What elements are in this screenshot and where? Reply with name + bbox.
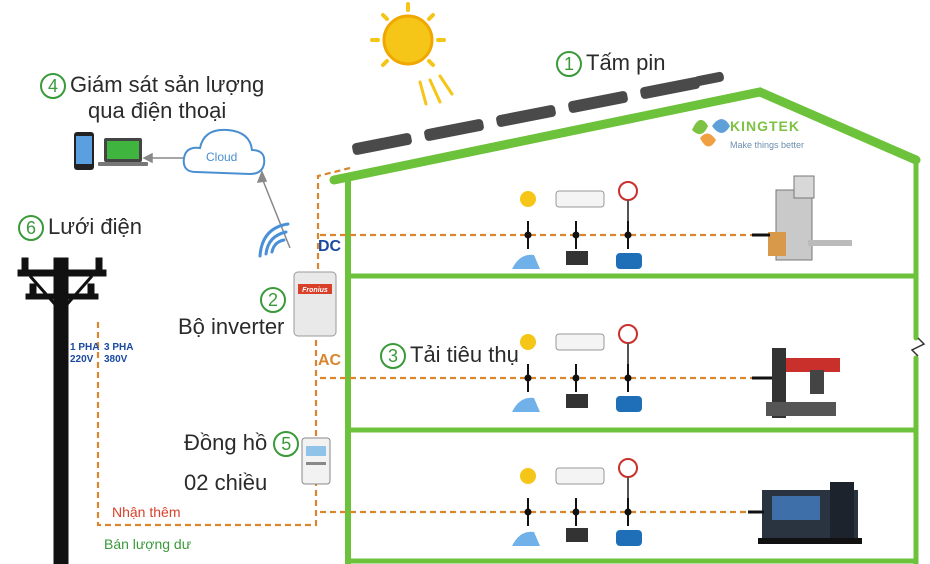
connector-dot: [572, 508, 580, 516]
one-phase-voltage: 220V: [70, 354, 94, 365]
cloud-label: Cloud: [206, 150, 238, 164]
air-conditioner-icon: [555, 467, 605, 485]
laptop-icon: [566, 528, 588, 542]
meter-label: Đồng hồ 5: [184, 430, 303, 458]
air-conditioner-icon: [555, 190, 605, 208]
brand-name: KINGTEK: [730, 118, 800, 134]
light-bulb-icon: [520, 468, 536, 484]
meter-number: 5: [273, 431, 300, 458]
monitor-label-line2: qua điện thoại: [88, 98, 227, 123]
water-pump-icon: [616, 530, 642, 546]
appliances: [512, 181, 642, 546]
water-pump-icon: [616, 253, 642, 269]
loads-text: Tải tiêu thụ: [410, 342, 519, 367]
inverter-device: Fronius: [293, 271, 337, 337]
solar-panels: [352, 71, 724, 155]
inverter-number: 2: [260, 287, 286, 314]
floor-appliance-group: [512, 324, 642, 412]
floor-appliance-group: [512, 181, 642, 269]
inverter-number-label: 2: [260, 286, 290, 314]
grid-number: 6: [18, 215, 44, 242]
laptop-icon: [566, 251, 588, 265]
connector-dot: [624, 508, 632, 516]
drill-machine: [752, 348, 840, 418]
laptop-icon: [566, 394, 588, 408]
light-bulb-icon: [520, 334, 536, 350]
iron-icon: [512, 531, 540, 546]
meter-label-line2: 02 chiều: [184, 470, 268, 495]
connector-dot: [572, 374, 580, 382]
utility-pole: [17, 257, 107, 564]
monitor-text: Giám sát sản lượng: [70, 72, 265, 97]
fan-icon: [618, 324, 638, 344]
connector-dot: [524, 508, 532, 516]
solar-number: 1: [556, 51, 582, 78]
receive-label: Nhận thêm: [112, 504, 181, 520]
connector-dot: [624, 374, 632, 382]
inverter-label: Bộ inverter: [178, 314, 285, 339]
sun-icon: [370, 2, 454, 106]
solar-text: Tấm pin: [586, 50, 666, 75]
connector-dot: [524, 374, 532, 382]
wifi-icon: [258, 222, 290, 258]
water-pump-icon: [616, 396, 642, 412]
air-conditioner-icon: [555, 333, 605, 351]
generator-machine: [748, 482, 862, 544]
connector-dot: [524, 231, 532, 239]
iron-icon: [512, 397, 540, 412]
meter-device: [301, 437, 331, 485]
laptop-icon: [98, 138, 148, 166]
iron-icon: [512, 254, 540, 269]
inverter-brand: Fronius: [302, 287, 328, 294]
packing-machine: [752, 175, 852, 261]
light-bulb-icon: [520, 191, 536, 207]
phone-icon: [74, 132, 94, 170]
floor-appliance-group: [512, 458, 642, 546]
fan-icon: [618, 458, 638, 478]
sell-label: Bán lượng dư: [104, 536, 192, 552]
one-phase-text: 1 PHA: [70, 342, 100, 353]
ac-label: AC: [318, 352, 342, 369]
wiring: [96, 166, 760, 527]
grid-text: Lưới điện: [48, 214, 142, 239]
house-outline: [329, 87, 921, 564]
fan-icon: [618, 181, 638, 201]
connector-dot: [572, 231, 580, 239]
cloud-icon: [182, 128, 266, 176]
dc-label: DC: [318, 238, 342, 255]
loads-number: 3: [380, 343, 406, 370]
wall-break: [910, 337, 926, 357]
brand-tagline: Make things better: [730, 140, 805, 150]
monitor-number: 4: [40, 73, 66, 100]
connector-dot: [624, 231, 632, 239]
meter-text: Đồng hồ: [184, 430, 268, 455]
three-phase-voltage: 380V: [104, 354, 128, 365]
three-phase-text: 3 PHA: [104, 342, 134, 353]
kingtek-logo-icon: [692, 119, 730, 147]
